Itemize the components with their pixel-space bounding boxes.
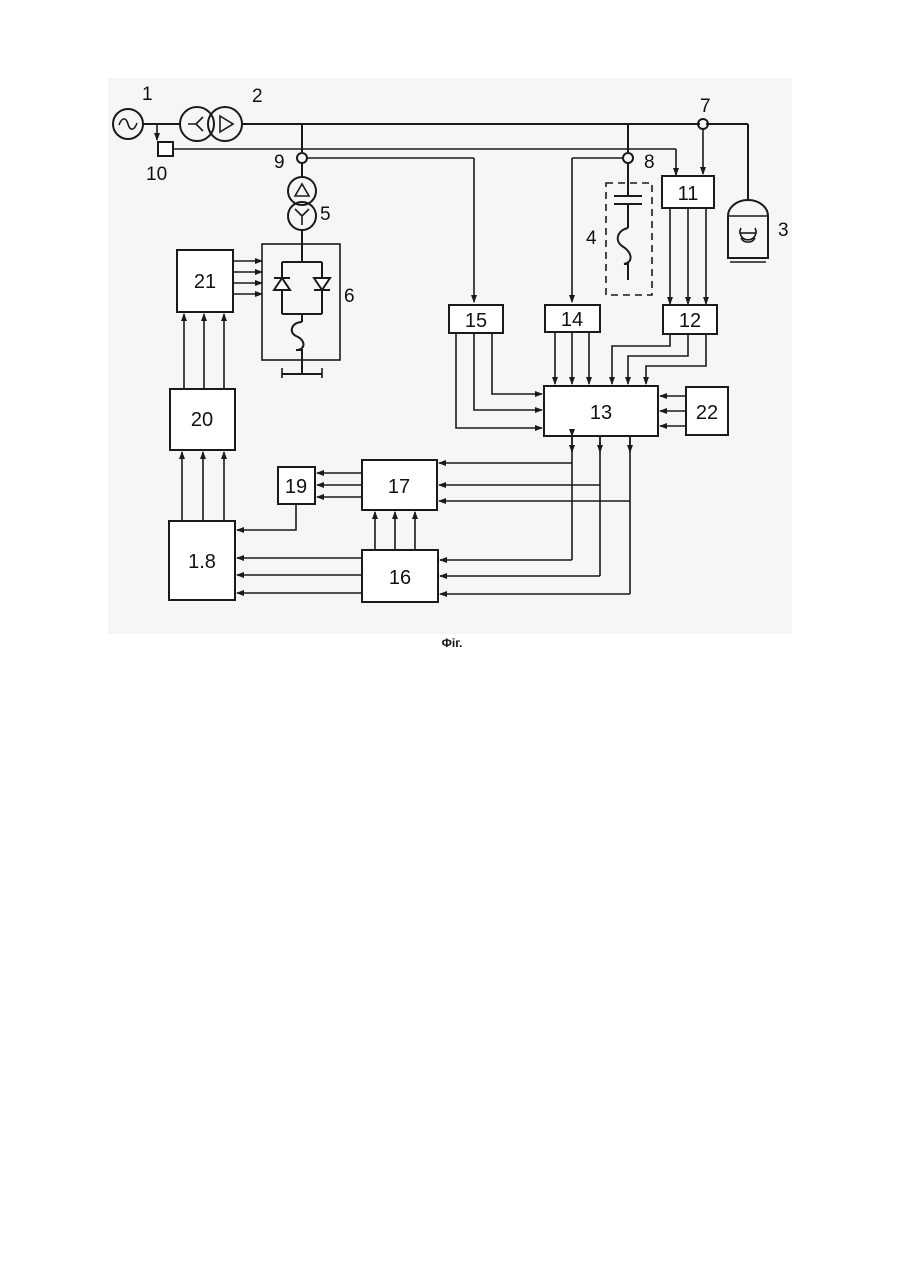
- block-20: 20: [170, 389, 235, 450]
- svg-text:15: 15: [465, 310, 487, 332]
- svg-text:14: 14: [561, 309, 583, 331]
- svg-text:13: 13: [590, 402, 612, 424]
- label-8: 8: [644, 152, 655, 173]
- block-22: 22: [686, 387, 728, 435]
- block-19: 19: [278, 467, 315, 504]
- svg-text:16: 16: [389, 567, 411, 589]
- label-7: 7: [700, 96, 711, 117]
- svg-text:12: 12: [679, 310, 701, 332]
- block-13: 13: [544, 386, 658, 436]
- figure-caption: Фіг.: [442, 636, 463, 650]
- label-1: 1: [142, 84, 153, 105]
- label-4: 4: [586, 228, 597, 249]
- label-3: 3: [778, 220, 789, 241]
- label-5: 5: [320, 204, 331, 225]
- block-16: 16: [362, 550, 438, 602]
- block-21: 21: [177, 250, 233, 312]
- block-18: 1.8: [169, 521, 235, 600]
- label-2: 2: [252, 86, 263, 107]
- svg-text:1.8: 1.8: [188, 551, 216, 573]
- block-12: 12: [663, 305, 717, 334]
- label-6: 6: [344, 286, 355, 307]
- label-9: 9: [274, 152, 285, 173]
- block-15: 15: [449, 305, 503, 333]
- svg-text:19: 19: [285, 476, 307, 498]
- svg-text:11: 11: [678, 183, 699, 205]
- block-14: 14: [545, 305, 600, 332]
- svg-text:17: 17: [388, 476, 410, 498]
- svg-text:22: 22: [696, 402, 718, 424]
- sensor-10: [158, 142, 173, 156]
- label-10: 10: [146, 164, 167, 185]
- svg-text:21: 21: [194, 271, 216, 293]
- block-17: 17: [362, 460, 437, 510]
- svg-text:20: 20: [191, 409, 213, 431]
- block-11: 11: [662, 176, 714, 208]
